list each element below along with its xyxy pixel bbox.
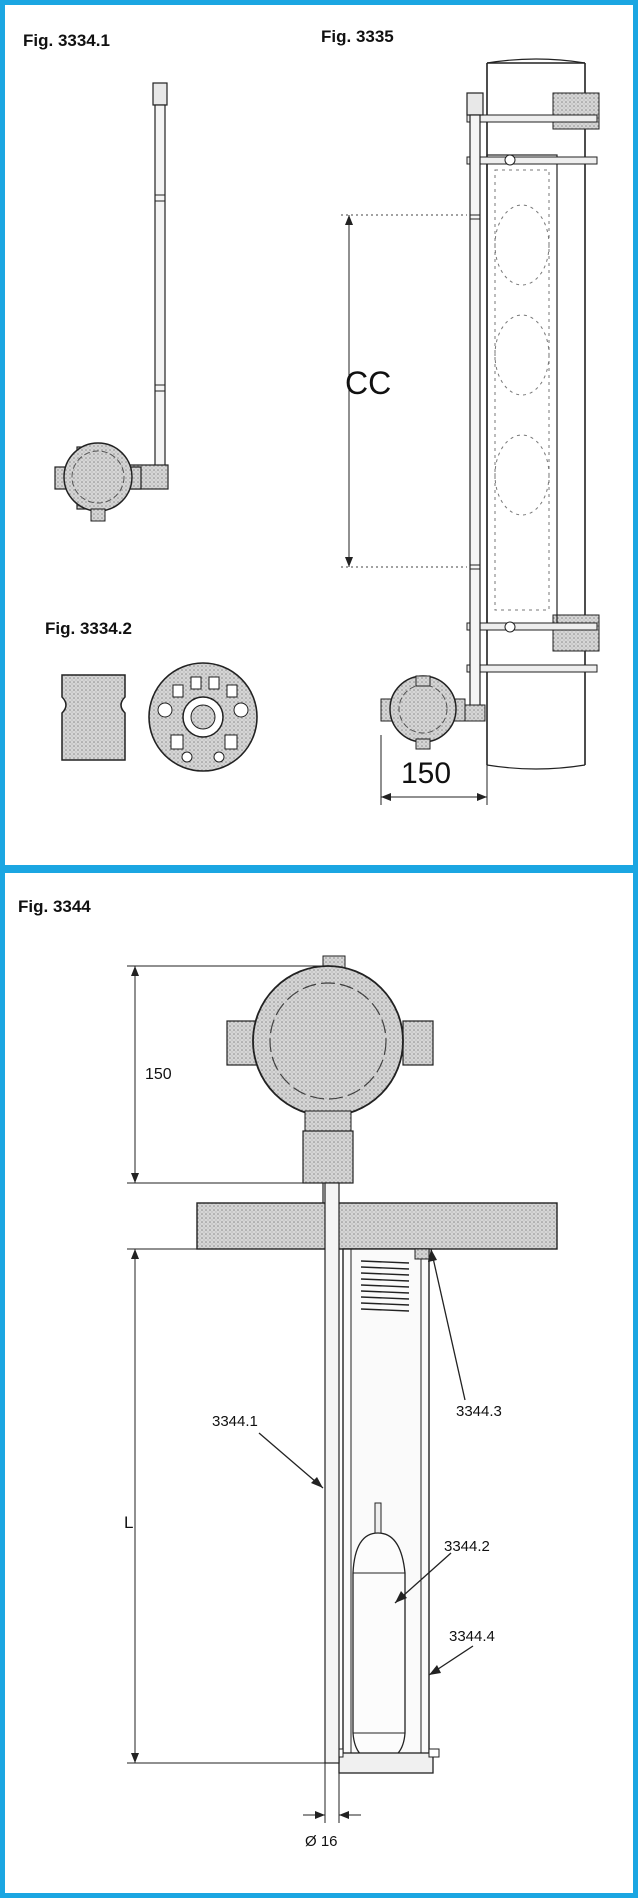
callout-3344-2: 3344.2 — [444, 1538, 490, 1555]
fig-3344-label: Fig. 3344 — [18, 897, 91, 916]
fig-3335-label: Fig. 3335 — [321, 27, 394, 46]
cc-dimension-label: CC — [345, 365, 392, 401]
callout-3344-4: 3344.4 — [449, 1628, 495, 1645]
length-l-label: L — [124, 1513, 134, 1532]
callout-3344-3: 3344.3 — [456, 1403, 502, 1420]
height-150-label: 150 — [145, 1066, 172, 1083]
top-drawings — [54, 58, 600, 805]
top-panel: Fig. 3334.1 Fig. 3335 Fig. 3334.2 CC 150 — [0, 0, 638, 870]
bottom-panel: Fig. 3344 150 L 3344.1 3344.3 3344.2 334… — [0, 868, 638, 1898]
bottom-drawing — [127, 955, 558, 1823]
fig-3334-2-label: Fig. 3334.2 — [45, 619, 132, 638]
diameter-label: Ø 16 — [305, 1833, 338, 1850]
fig-3334-1-drawing — [54, 82, 169, 522]
fig-3334-1-label: Fig. 3334.1 — [23, 31, 110, 50]
callout-3344-1: 3344.1 — [212, 1413, 258, 1430]
fig-3344-drawing — [127, 955, 558, 1823]
fig-3334-2-drawing — [61, 662, 258, 772]
fig-3335-drawing — [341, 58, 600, 805]
width-150-label: 150 — [401, 757, 452, 790]
